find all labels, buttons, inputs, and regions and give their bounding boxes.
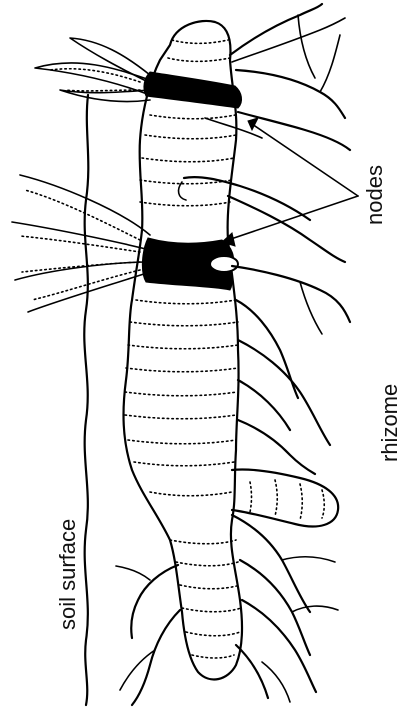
node-upper xyxy=(144,72,242,108)
rhizome-body xyxy=(124,21,243,680)
label-nodes: nodes xyxy=(362,165,387,225)
leaf-bases-upper xyxy=(35,38,150,102)
soil-surface-line xyxy=(84,95,88,705)
roots xyxy=(116,4,350,705)
label-soil-surface: soil surface xyxy=(55,519,80,630)
leaf-bases-lower xyxy=(12,175,150,312)
rhizome-segment-rings xyxy=(125,40,241,658)
label-rhizome: rhizome xyxy=(377,384,402,462)
